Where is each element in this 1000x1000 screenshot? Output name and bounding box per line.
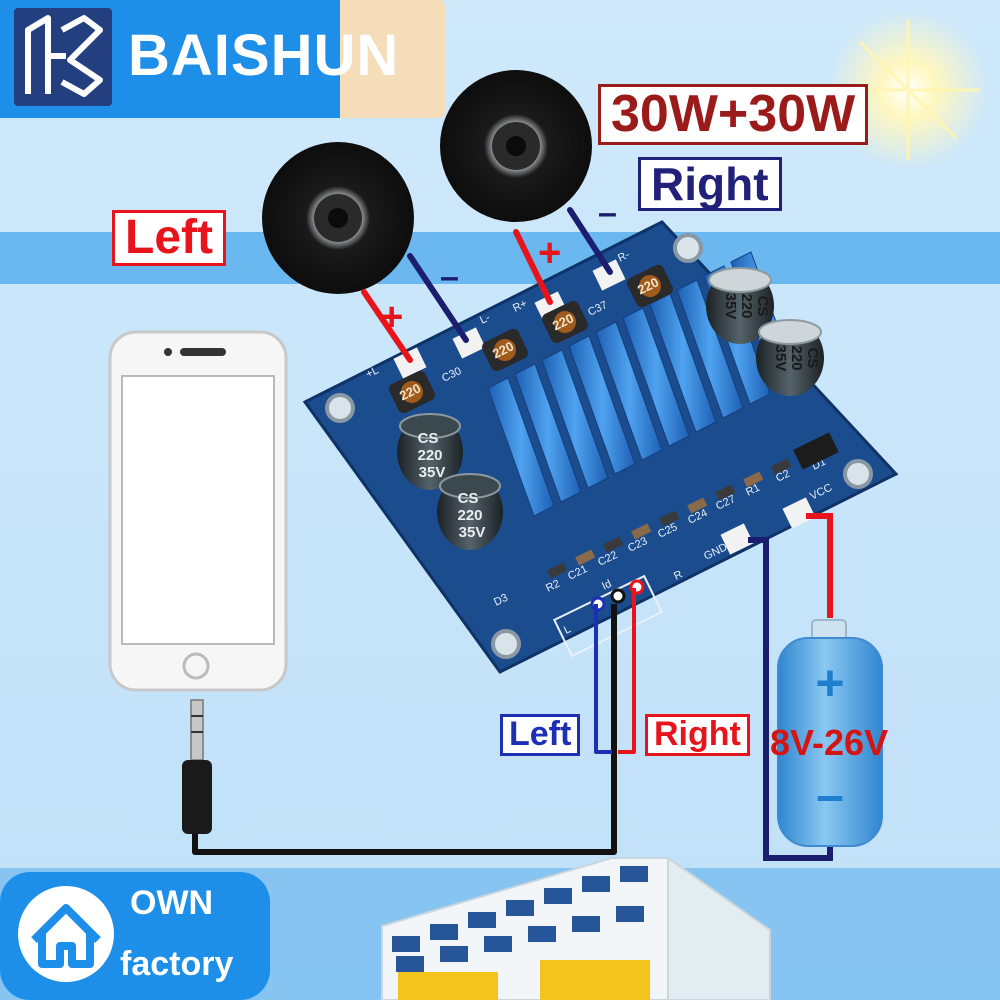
brand-name: BAISHUN [128,23,400,88]
right-speaker-icon [440,70,592,222]
factory-window [572,916,600,932]
silk-part: R2 [544,578,562,595]
battery-minus: – [816,767,844,823]
voltage-label: 8V-26V [770,722,889,763]
right-input-label: Right [645,714,750,756]
factory-window [396,956,424,972]
silk-r-minus: R- [616,249,632,265]
heatsink-fin [622,307,690,447]
right-speaker-label: Right [638,157,782,212]
diode [793,432,839,470]
mount-hole [491,629,521,659]
terminal-r-minus [592,259,626,291]
factory-window [468,912,496,928]
factory-window [484,936,512,952]
capacitor-text-brand: CS [458,490,479,507]
phone-icon [108,330,288,692]
smd-part [687,497,708,514]
terminal-vcc [782,497,816,529]
capacitor [397,413,463,490]
factory-window [582,876,610,892]
heatsink-fin [541,349,609,489]
capacitor [706,267,774,344]
house-icon [18,886,114,982]
mount-hole [843,459,873,489]
capacitor-text-value: 220 [738,293,755,318]
right-minus-sign: – [598,194,617,232]
smd-part [715,484,736,501]
capacitor-text-voltage: 35V [722,293,739,320]
factory-window [440,946,468,962]
power-wires [748,513,833,861]
capacitor-text-value: 220 [457,507,482,524]
capacitor-text-voltage: 35V [772,345,789,372]
capacitor [437,473,503,550]
silk-part: D3 [492,592,510,609]
battery-icon [777,619,883,847]
smd-part [547,562,568,579]
smd-part [603,536,624,553]
smd-part [631,523,652,540]
right-plus-sign: + [538,231,561,275]
amplifier-board: CS 220 35V CS 220 35V CS 220 35V CS 220 … [302,220,899,674]
brand-badge [0,0,445,118]
factory-window [616,906,644,922]
input-pin-ground [610,588,626,604]
factory-window [392,936,420,952]
inductor [389,370,435,414]
mount-hole [325,393,355,423]
heatsink-fin [568,335,636,475]
capacitor-text-brand: CS [804,348,821,369]
factory-badge [0,872,270,1000]
smd-part [575,549,596,566]
brand-logo-mark [25,15,103,97]
heatsink-fin [649,293,717,433]
speaker-wires [361,207,613,363]
factory-word-text: factory [120,945,234,983]
capacitor-text-voltage: 35V [419,464,446,481]
silk-l-plus: +L [364,364,381,380]
smd-part [771,458,792,475]
factory-building [381,856,771,1000]
mount-hole [673,233,703,263]
capacitor [756,319,824,396]
factory-own-text: OWN [130,884,214,922]
factory-window [506,900,534,916]
silk-r-plus: R+ [511,298,529,315]
inductor [482,328,528,372]
silk-left-in: L [562,623,573,636]
factory-window [544,888,572,904]
smd-part [659,510,680,527]
heatsink-fin [514,363,582,503]
input-wires [192,588,636,855]
capacitor-text-voltage: 35V [459,524,486,541]
battery-plus: + [815,655,844,711]
factory-window [528,926,556,942]
capacitor-text-brand: CS [418,430,439,447]
factory-window [430,924,458,940]
terminal-gnd [720,523,754,555]
capacitor-text-value: 220 [417,447,442,464]
left-minus-sign: – [440,258,459,296]
factory-window [620,866,648,882]
capacitor-text-brand: CS [754,296,771,317]
left-input-label: Left [500,714,581,756]
heatsink-fin [676,279,744,419]
heatsink-fin [487,377,555,517]
terminal-l-plus [393,347,427,379]
inductor [542,300,588,344]
left-plus-sign: + [380,295,403,339]
capacitor-text-value: 220 [788,345,805,370]
left-speaker-icon [262,142,414,294]
smd-part [743,471,764,488]
inductor [627,264,673,308]
power-rating-label: 30W+30W [598,84,869,145]
audio-jack-icon [182,699,212,834]
heatsink-fin [595,321,663,461]
left-speaker-label: Left [112,210,226,267]
